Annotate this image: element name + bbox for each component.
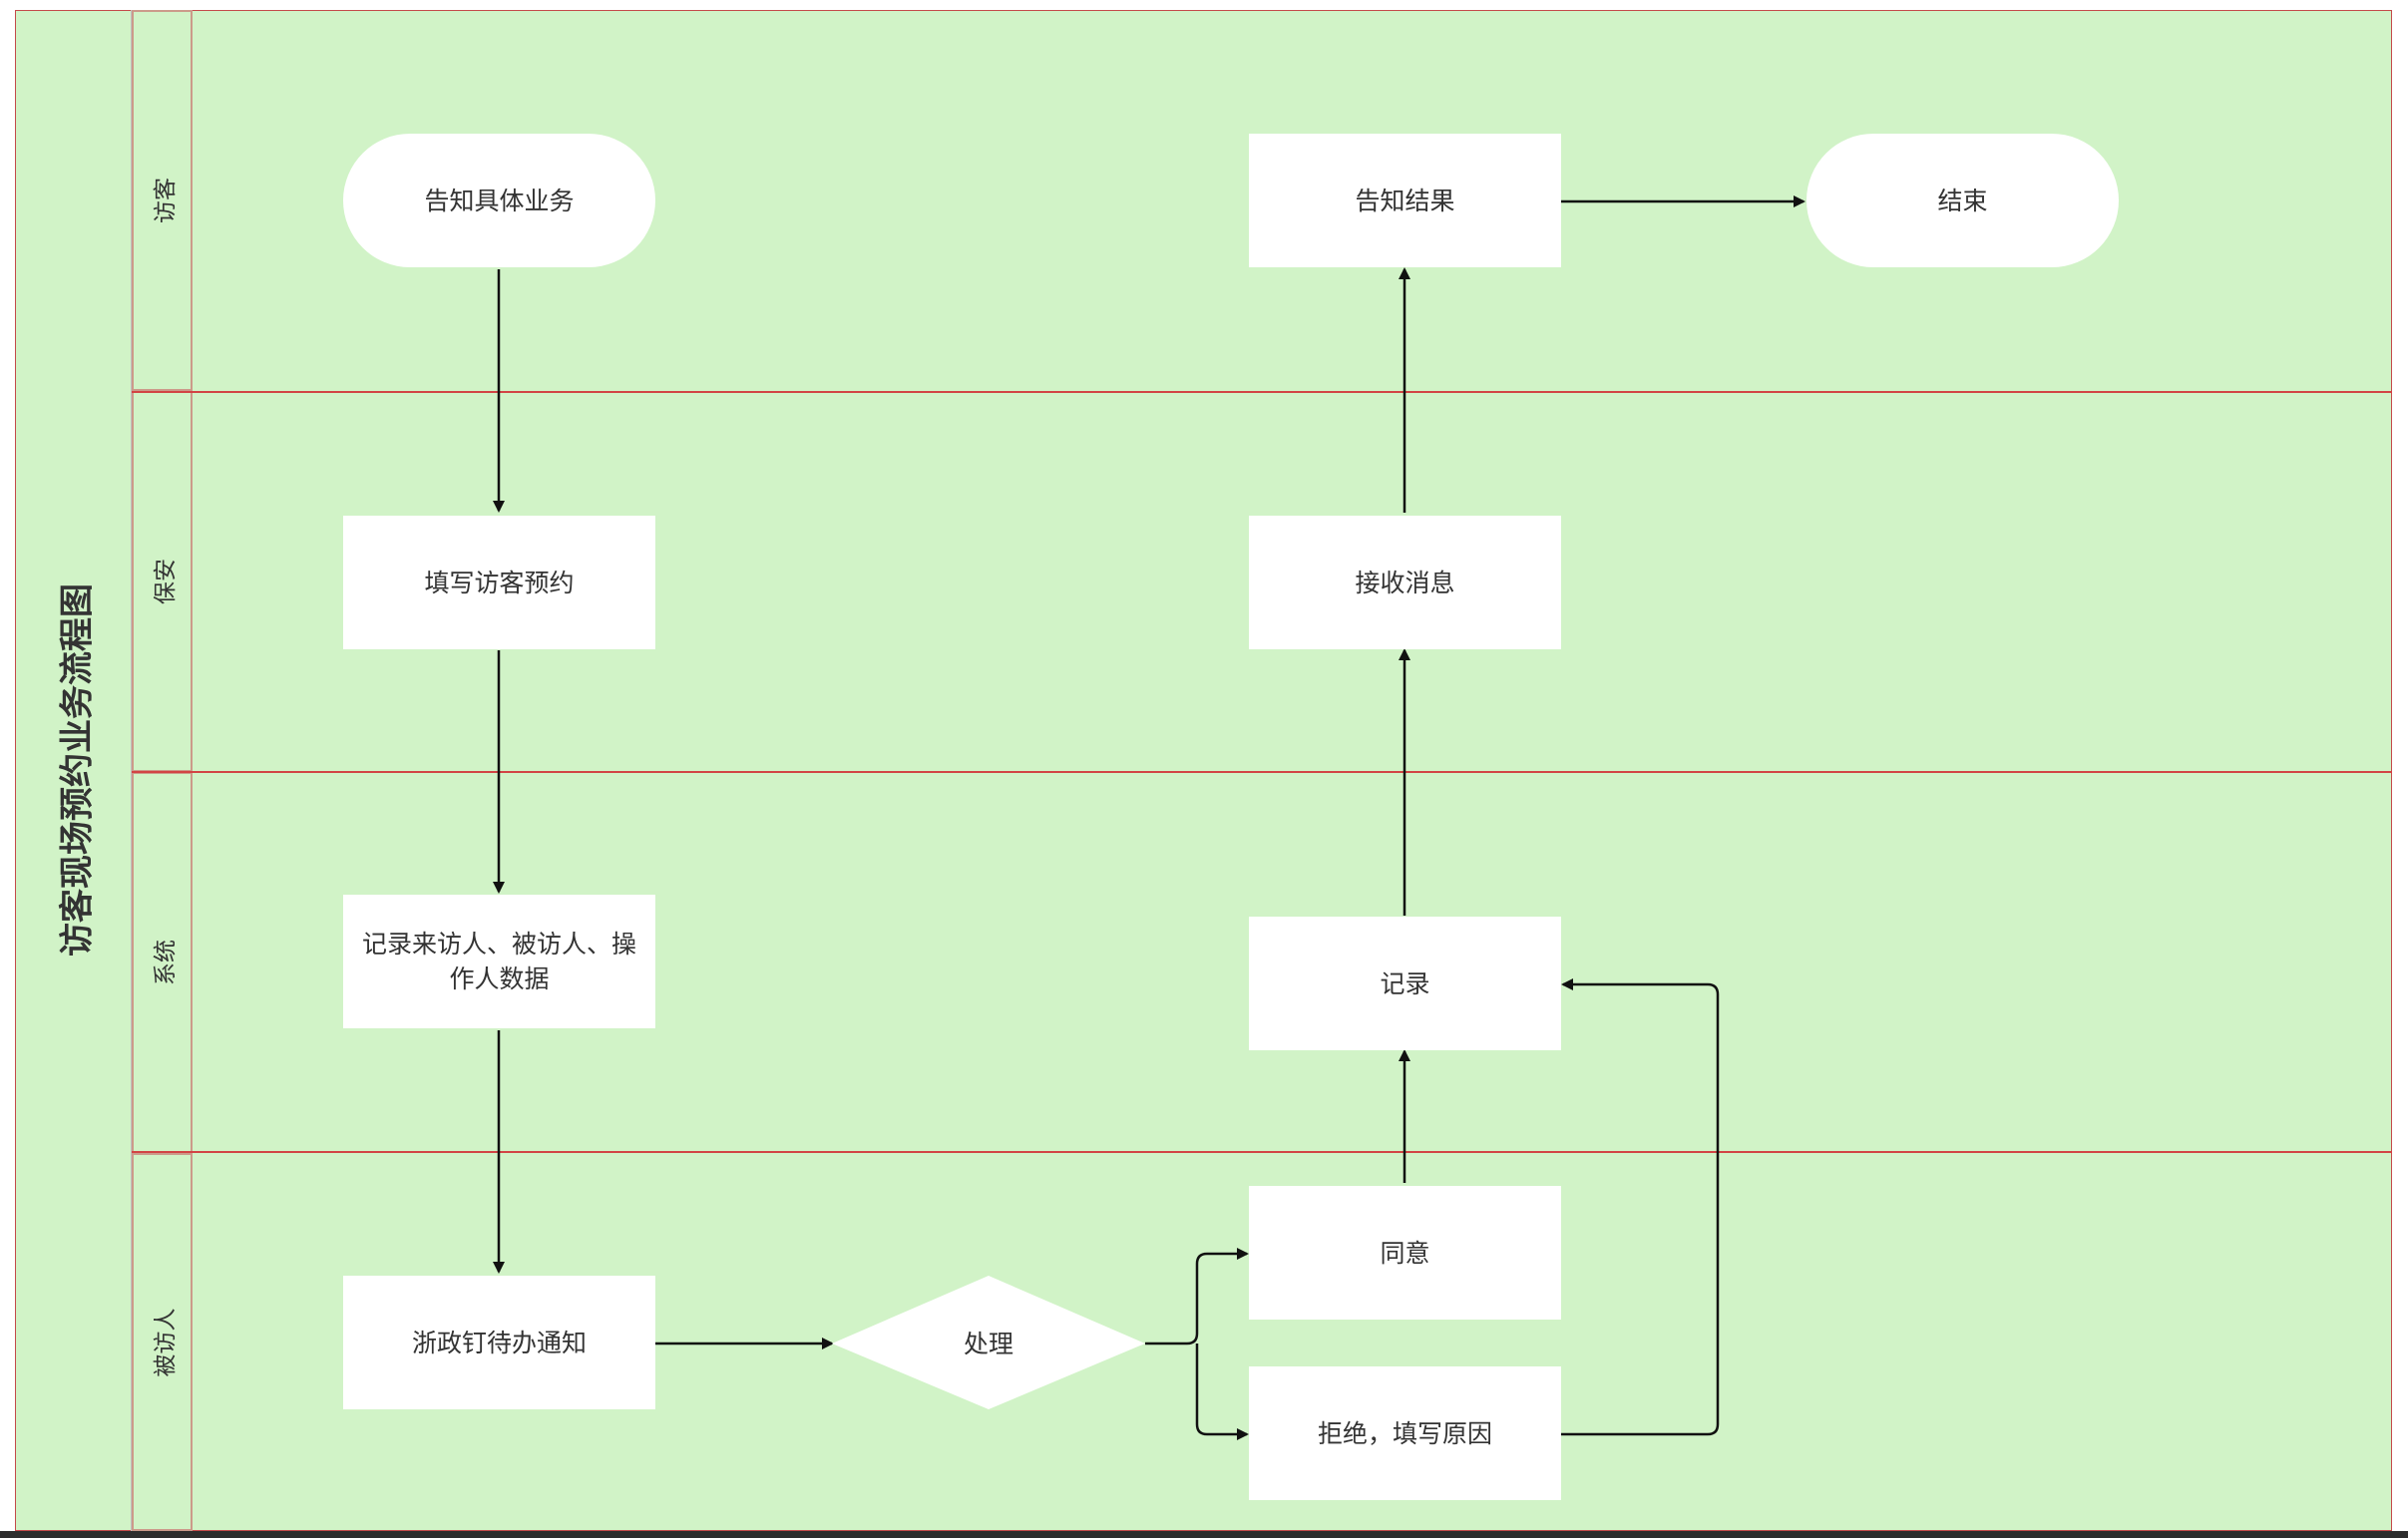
edge-process-to-agree xyxy=(1145,1248,1249,1346)
agree-node: 同意 xyxy=(1249,1186,1561,1320)
receive-message-node: 接收消息 xyxy=(1249,516,1561,649)
lane-separator xyxy=(132,771,2392,773)
start-node: 告知具体业务 xyxy=(343,134,655,267)
edge-reject-to-record xyxy=(1561,978,1720,1436)
lane-label-visitor: 访客 xyxy=(132,10,193,391)
process-decision-label: 处理 xyxy=(963,1330,1013,1358)
inform-result-node: 告知结果 xyxy=(1249,134,1561,267)
title-column xyxy=(15,10,132,1531)
edge-process-to-reject xyxy=(1195,1344,1249,1440)
bottom-bar xyxy=(0,1531,2408,1538)
notify-node: 浙政钉待办通知 xyxy=(343,1276,655,1409)
reject-node: 拒绝，填写原因 xyxy=(1249,1366,1561,1500)
record-data-node: 记录来访人、被访人、操作人数据 xyxy=(343,895,655,1028)
lane-separator xyxy=(132,1151,2392,1153)
fill-form-node: 填写访客预约 xyxy=(343,516,655,649)
end-node: 结束 xyxy=(1806,134,2119,267)
lane-separator xyxy=(132,391,2392,393)
lane-label-host: 被访人 xyxy=(132,1153,193,1531)
decision-diamond xyxy=(832,1276,1145,1409)
record-node: 记录 xyxy=(1249,917,1561,1050)
